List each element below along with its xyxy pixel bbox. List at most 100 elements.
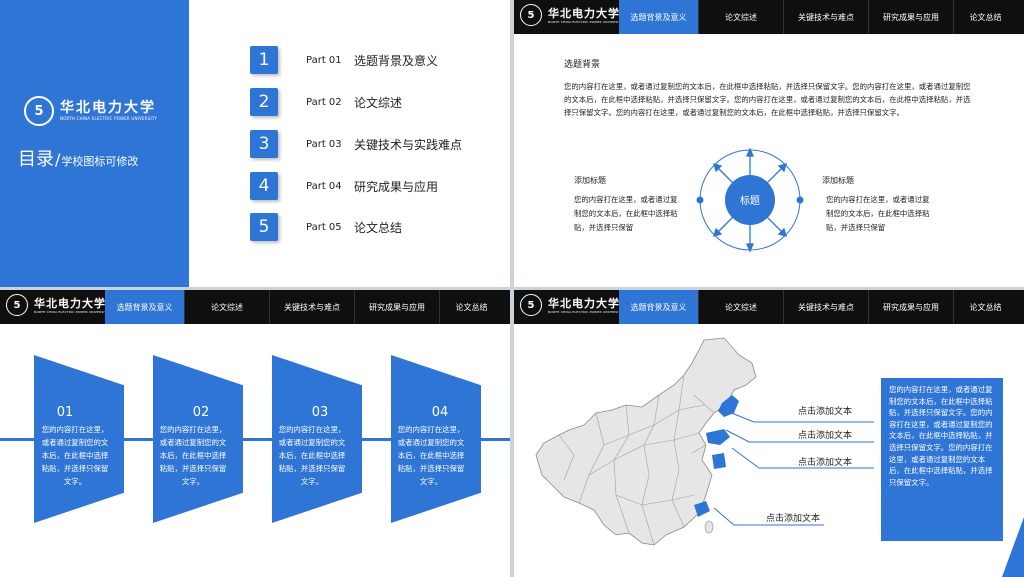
center-circle — [725, 175, 775, 225]
university-name-cn: 华北电力大学 — [60, 100, 156, 116]
nav-tab-background[interactable]: 选题背景及意义 — [619, 290, 698, 324]
university-name-en: NORTH CHINA ELECTRIC POWER UNIVERSITY — [548, 19, 623, 24]
step-shape-2 — [153, 355, 243, 523]
step-number-3: 03 — [311, 405, 329, 420]
nav-tab-key-tech[interactable]: 关键技术与难点 — [783, 290, 868, 324]
info-text-box: 您的内容打在这里，或者通过复制您的文本后，在此框中选择粘贴，并选择只保留文字。您… — [881, 378, 1003, 541]
section-paragraph: 您的内容打在这里，或者通过复制您的文本后，在此框中选择粘贴，并选择只保留文字。您… — [564, 82, 971, 117]
toc-part: Part 01 — [306, 54, 342, 66]
top-nav-bar: 5 华北电力大学 NORTH CHINA ELECTRIC POWER UNIV… — [514, 0, 1024, 34]
callout-lines — [713, 411, 874, 526]
toc-label: 论文总结 — [354, 220, 403, 235]
toc-label: 选题背景及意义 — [354, 53, 439, 68]
slide-timeline[interactable]: 5 华北电力大学 NORTH CHINA ELECTRIC POWER UNIV… — [0, 290, 510, 577]
nav-tabs: 选题背景及意义 论文综述 关键技术与难点 研究成果与应用 论文总结 — [619, 290, 1017, 324]
map-label-3[interactable]: 点击添加文本 — [798, 458, 853, 468]
toc-number-badge: 5 — [250, 213, 278, 241]
toc-item-5[interactable]: 5 Part 05 论文总结 — [250, 213, 402, 241]
nav-tab-key-tech[interactable]: 关键技术与难点 — [783, 0, 868, 34]
nav-tab-key-tech[interactable]: 关键技术与难点 — [269, 290, 354, 324]
right-subtitle: 添加标题 — [822, 176, 854, 185]
step-number-2: 02 — [192, 405, 210, 420]
step-shape-4 — [391, 355, 481, 523]
nav-tabs: 选题背景及意义 论文综述 关键技术与难点 研究成果与应用 论文总结 — [619, 0, 1017, 34]
nav-tab-results[interactable]: 研究成果与应用 — [868, 290, 953, 324]
corner-decoration — [1002, 517, 1024, 577]
toc-label: 研究成果与应用 — [354, 179, 439, 194]
toc-item-1[interactable]: 1 Part 01 选题背景及意义 — [250, 46, 438, 74]
slide-table-of-contents[interactable]: 5 华北电力大学 NORTH CHINA ELECTRIC POWER UNIV… — [0, 0, 510, 287]
university-name-en: NORTH CHINA ELECTRIC POWER UNIVERSITY — [548, 309, 623, 314]
nav-tab-review[interactable]: 论文综述 — [184, 290, 269, 324]
nav-tab-background[interactable]: 选题背景及意义 — [105, 290, 184, 324]
province-borders — [558, 374, 715, 546]
map-label-4[interactable]: 点击添加文本 — [766, 514, 821, 524]
step-number-1: 01 — [56, 405, 74, 420]
left-subtitle: 添加标题 — [574, 176, 606, 185]
toc-item-2[interactable]: 2 Part 02 论文综述 — [250, 88, 402, 116]
nav-tab-summary[interactable]: 论文总结 — [953, 0, 1017, 34]
university-name-en: NORTH CHINA ELECTRIC POWER UNIVERSITY — [34, 309, 109, 314]
university-logo: 5 华北电力大学 NORTH CHINA ELECTRIC POWER UNIV… — [6, 294, 109, 316]
toc-number-badge: 3 — [250, 130, 278, 158]
toc-number-badge: 4 — [250, 172, 278, 200]
center-label: 标题 — [740, 195, 760, 207]
step-shape-1 — [34, 355, 124, 523]
nav-tab-summary[interactable]: 论文总结 — [439, 290, 503, 324]
step-text-2: 您的内容打在这里，或者通过复制您的文本后，在此框中选择粘贴，并选择只保留文字。 — [159, 425, 227, 486]
toc-part: Part 02 — [306, 96, 342, 108]
university-emblem-icon: 5 — [520, 4, 542, 26]
university-logo: 5 华北电力大学 NORTH CHINA ELECTRIC POWER UNIV… — [24, 96, 157, 126]
step-text-4: 您的内容打在这里，或者通过复制您的文本后，在此框中选择粘贴，并选择只保留文字。 — [397, 425, 465, 486]
toc-title-sub: 学校图标可修改 — [61, 155, 139, 168]
slide-map[interactable]: 5 华北电力大学 NORTH CHINA ELECTRIC POWER UNIV… — [514, 290, 1024, 577]
nav-tab-results[interactable]: 研究成果与应用 — [868, 0, 953, 34]
university-logo: 5 华北电力大学 NORTH CHINA ELECTRIC POWER UNIV… — [520, 4, 623, 26]
timeline-line — [0, 438, 510, 441]
step-shape-3 — [272, 355, 362, 523]
nav-tab-background[interactable]: 选题背景及意义 — [619, 0, 698, 34]
toc-part: Part 03 — [306, 138, 342, 150]
slide-background[interactable]: 5 华北电力大学 NORTH CHINA ELECTRIC POWER UNIV… — [514, 0, 1024, 287]
node-right — [796, 196, 804, 204]
toc-title: 目录/学校图标可修改 — [18, 145, 138, 171]
nav-tabs: 选题背景及意义 论文综述 关键技术与难点 研究成果与应用 论文总结 — [105, 290, 503, 324]
section-heading: 选题背景 — [564, 60, 601, 70]
nav-tab-review[interactable]: 论文综述 — [698, 0, 783, 34]
map-label-1[interactable]: 点击添加文本 — [798, 407, 853, 417]
nav-tab-summary[interactable]: 论文总结 — [953, 290, 1017, 324]
node-left — [696, 196, 704, 204]
highlighted-provinces — [694, 395, 739, 517]
radial-diagram: 标题 — [696, 148, 804, 253]
top-nav-bar: 5 华北电力大学 NORTH CHINA ELECTRIC POWER UNIV… — [514, 290, 1024, 324]
university-name-cn: 华北电力大学 — [548, 296, 620, 310]
toc-number-badge: 1 — [250, 46, 278, 74]
toc-label: 论文综述 — [354, 95, 403, 110]
toc-title-slash: / — [55, 150, 61, 169]
toc-part: Part 05 — [306, 221, 342, 233]
toc-label: 关键技术与实践难点 — [354, 137, 463, 152]
university-emblem-icon: 5 — [24, 96, 54, 126]
step-text-1: 您的内容打在这里，或者通过复制您的文本后，在此框中选择粘贴，并选择只保留文字。 — [41, 425, 109, 486]
nav-tab-review[interactable]: 论文综述 — [698, 290, 783, 324]
toc-part: Part 04 — [306, 180, 342, 192]
right-text: 您的内容打在这里，或者通过复制您的文本后，在此框中选择粘贴，并选择只保留 — [826, 195, 930, 232]
step-number-4: 04 — [431, 405, 449, 420]
island-shape — [704, 520, 714, 534]
sidebar-panel: 5 华北电力大学 NORTH CHINA ELECTRIC POWER UNIV… — [0, 0, 189, 287]
toc-number-badge: 2 — [250, 88, 278, 116]
top-nav-bar: 5 华北电力大学 NORTH CHINA ELECTRIC POWER UNIV… — [0, 290, 510, 324]
university-name-cn: 华北电力大学 — [34, 296, 106, 310]
toc-title-main: 目录 — [18, 149, 54, 170]
university-name-cn: 华北电力大学 — [548, 6, 620, 20]
university-emblem-icon: 5 — [520, 294, 542, 316]
toc-item-4[interactable]: 4 Part 04 研究成果与应用 — [250, 172, 438, 200]
university-emblem-icon: 5 — [6, 294, 28, 316]
nav-tab-results[interactable]: 研究成果与应用 — [354, 290, 439, 324]
left-text: 您的内容打在这里，或者通过复制您的文本后，在此框中选择粘贴，并选择只保留 — [574, 195, 678, 232]
china-map — [535, 337, 757, 546]
university-name-en: NORTH CHINA ELECTRIC POWER UNIVERSITY — [60, 116, 158, 121]
toc-item-3[interactable]: 3 Part 03 关键技术与实践难点 — [250, 130, 462, 158]
step-text-3: 您的内容打在这里，或者通过复制您的文本后，在此框中选择粘贴，并选择只保留文字。 — [278, 425, 346, 486]
map-label-2[interactable]: 点击添加文本 — [798, 431, 853, 441]
